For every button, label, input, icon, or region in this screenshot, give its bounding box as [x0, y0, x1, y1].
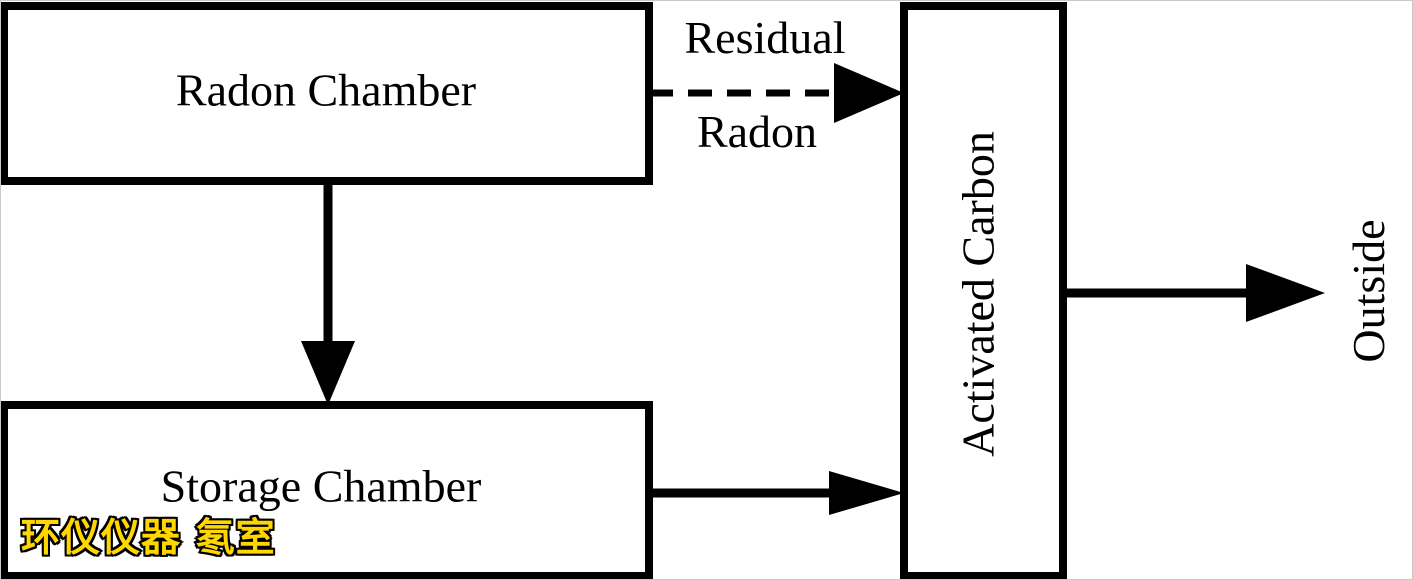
radon-label-text: Radon: [697, 106, 817, 157]
connector-carbon-to-outside: [1063, 264, 1325, 322]
activated-carbon-rect: [900, 2, 1067, 579]
connector-radon-to-storage: [301, 179, 355, 405]
storage-chamber-rect: [1, 401, 653, 579]
box-activated-carbon: Activated Carbon: [900, 2, 1067, 579]
residual-label: Residual: [685, 12, 846, 63]
radon-label: Radon: [697, 106, 817, 157]
outside-label-text: Outside: [1343, 219, 1394, 362]
connector-storage-to-carbon: [649, 471, 904, 515]
storage-chamber-label: Storage Chamber: [161, 461, 482, 512]
activated-carbon-label: Activated Carbon: [953, 131, 1004, 457]
radon-to-storage-arrowhead: [301, 341, 355, 405]
residual-label-text: Residual: [685, 12, 846, 63]
residual-radon-arrowhead: [834, 63, 904, 123]
radon-chamber-rect: [1, 2, 653, 185]
watermark-label: 环仪仪器 氡室: [19, 516, 276, 561]
outside-label: Outside: [1343, 219, 1394, 362]
carbon-to-outside-arrowhead: [1246, 264, 1325, 322]
box-radon-chamber: Radon Chamber: [1, 2, 653, 185]
radon-chamber-label: Radon Chamber: [176, 65, 476, 116]
storage-to-carbon-arrowhead: [829, 471, 904, 515]
connector-residual-radon: [649, 63, 904, 123]
box-storage-chamber: Storage Chamber: [1, 401, 653, 579]
